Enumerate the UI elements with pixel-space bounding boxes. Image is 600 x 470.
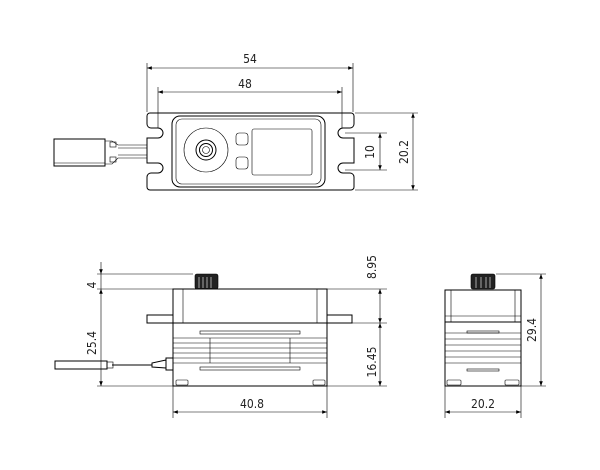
indicator-square-top: [235, 132, 249, 146]
wires: [105, 140, 147, 165]
side-view: 4 25.4 8.95 16.45 40.8: [54, 255, 387, 418]
cooling-fins: [173, 337, 327, 364]
dim-label-48: 48: [238, 77, 252, 91]
mounting-flange: [146, 112, 355, 191]
foot-left: [175, 379, 189, 386]
display-window: [251, 128, 313, 176]
output-spline-mid: [199, 143, 213, 157]
dim-label-4: 4: [85, 281, 99, 288]
lower-case: [172, 322, 328, 387]
output-spline-outer: [195, 139, 217, 161]
front-cooling-fins: [445, 330, 521, 372]
servo-case-outline: [171, 115, 326, 188]
mount-ear-left: [146, 314, 174, 324]
cable-strain-relief: [151, 357, 173, 371]
front-foot-right: [504, 379, 520, 386]
dim-label-54: 54: [243, 52, 257, 66]
front-foot-left: [446, 379, 462, 386]
dim-label-10: 10: [363, 145, 377, 159]
mount-ear-right: [326, 314, 353, 324]
dim-label-25-4: 25.4: [85, 331, 99, 355]
front-lower-case: [444, 321, 522, 387]
foot-right: [312, 379, 326, 386]
output-spline-inner: [202, 146, 210, 154]
front-output-gear: [470, 273, 496, 290]
dim-label-20-2-front: 20.2: [471, 397, 495, 411]
output-gear: [194, 273, 219, 290]
dim-label-20-2-top: 20.2: [397, 140, 411, 164]
indicator-square-bottom: [235, 156, 249, 170]
dim-label-8-95: 8.95: [365, 255, 379, 279]
dim-label-16-45: 16.45: [365, 347, 379, 378]
front-view: 29.4 20.2: [444, 273, 546, 418]
side-connector-plug: [54, 360, 108, 370]
output-horn-circle: [183, 127, 229, 173]
servo-case-inner: [175, 118, 322, 185]
front-upper-case: [444, 289, 522, 323]
dim-label-40-8: 40.8: [240, 397, 264, 411]
dim-label-29-4: 29.4: [525, 318, 539, 342]
connector-plug: [53, 138, 106, 167]
upper-case: [172, 288, 328, 324]
top-view: 54 48 10 20.2: [53, 52, 418, 191]
